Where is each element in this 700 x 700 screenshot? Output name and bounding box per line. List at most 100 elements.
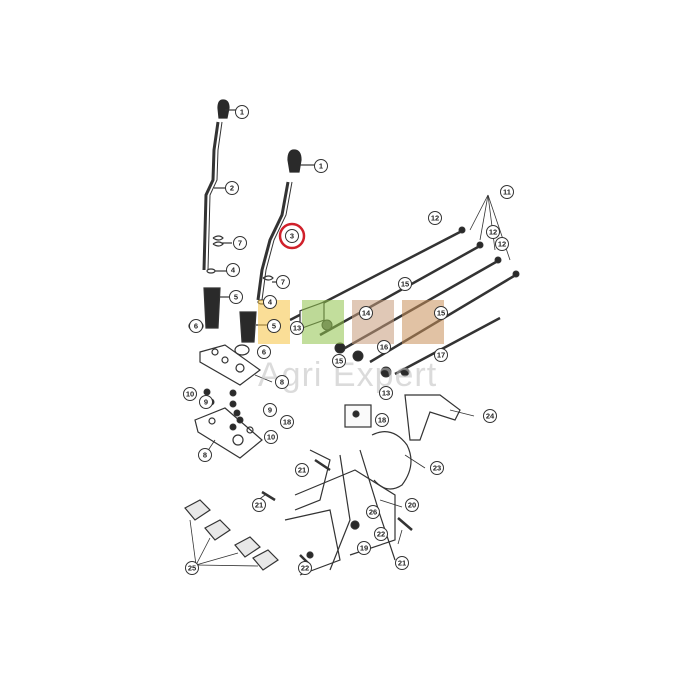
callout-circle: [379, 386, 393, 400]
callout-label: 15: [401, 280, 409, 289]
callout-circle: [500, 185, 514, 199]
callout-label: 19: [360, 544, 368, 553]
callout-label: 12: [489, 228, 497, 237]
callout-circle: [229, 290, 243, 304]
callout-c5a: 5: [229, 290, 243, 304]
callout-label: 13: [293, 324, 301, 333]
callout-c3: 3: [285, 229, 299, 243]
watermark-tile-4: [402, 300, 444, 344]
callout-circle: [263, 295, 277, 309]
watermark-text: Agri Expert: [258, 356, 437, 394]
callout-circle: [359, 306, 373, 320]
callout-c20: 20: [405, 498, 419, 512]
callout-circle: [263, 403, 277, 417]
rail-end-caps: [458, 226, 520, 278]
callout-label: 4: [268, 298, 273, 307]
callout-circle: [357, 541, 371, 555]
callout-c12c: 12: [495, 237, 509, 251]
watermark: Agri Expert: [258, 300, 444, 394]
callout-circle: [495, 237, 509, 251]
callout-c14: 14: [359, 306, 373, 320]
callout-label: 21: [398, 559, 406, 568]
callout-c7b: 7: [276, 275, 290, 289]
callout-c24: 24: [483, 409, 497, 423]
callout-circle: [183, 387, 197, 401]
callout-label: 18: [283, 418, 291, 427]
callout-label: 14: [362, 309, 371, 318]
callout-label: 11: [503, 188, 511, 197]
callout-c25: 25: [185, 561, 199, 575]
callout-label: 20: [408, 501, 416, 510]
callout-label: 6: [262, 348, 266, 357]
callout-circle: [483, 409, 497, 423]
callout-label: 16: [380, 343, 388, 352]
callout-c21a: 21: [295, 463, 309, 477]
callout-c15a: 15: [398, 277, 412, 291]
callout-label: 5: [272, 322, 276, 331]
callout-label: 6: [194, 322, 198, 331]
callout-circle: [395, 556, 409, 570]
callout-label: 22: [377, 530, 385, 539]
callout-label: 21: [298, 466, 306, 475]
callout-c1a: 1: [235, 105, 249, 119]
callout-circle: [374, 527, 388, 541]
callout-c13a: 13: [290, 321, 304, 335]
callout-c21b: 21: [252, 498, 266, 512]
callout-circle: [199, 395, 213, 409]
cover-plates: [194, 344, 263, 459]
callout-c26: 26: [366, 505, 380, 519]
callout-c18a: 18: [280, 415, 294, 429]
callout-c4b: 4: [263, 295, 277, 309]
callout-label: 23: [433, 464, 441, 473]
callout-circle: [225, 181, 239, 195]
callout-circle: [295, 463, 309, 477]
callout-label: 12: [431, 214, 439, 223]
callout-circle: [398, 277, 412, 291]
callout-c11: 11: [500, 185, 514, 199]
callout-label: 25: [188, 564, 196, 573]
callout-c9b: 9: [199, 395, 213, 409]
callout-label: 15: [335, 357, 343, 366]
right-lever-assembly: [234, 149, 316, 356]
callout-circle: [257, 345, 271, 359]
callout-label: 10: [267, 433, 275, 442]
callout-circle: [430, 461, 444, 475]
callout-label: 24: [486, 412, 495, 421]
callout-c12a: 12: [428, 211, 442, 225]
callout-label: 13: [382, 389, 390, 398]
callout-c17: 17: [434, 348, 448, 362]
callout-circle: [198, 448, 212, 462]
callout-c10a: 10: [183, 387, 197, 401]
callout-circle: [434, 306, 448, 320]
callout-circle: [434, 348, 448, 362]
callout-c1b: 1: [314, 159, 328, 173]
callout-label: 2: [230, 184, 234, 193]
callout-circle: [275, 375, 289, 389]
callout-c13b: 13: [379, 386, 393, 400]
callout-c10b: 10: [264, 430, 278, 444]
callout-label: 12: [498, 240, 506, 249]
callout-label: 8: [203, 451, 207, 460]
callout-c6b: 6: [257, 345, 271, 359]
callout-c18b: 18: [375, 413, 389, 427]
callout-label: 15: [437, 309, 445, 318]
callout-circle: [233, 236, 247, 250]
callout-c7a: 7: [233, 236, 247, 250]
callout-c21c: 21: [395, 556, 409, 570]
callout-c19: 19: [357, 541, 371, 555]
lower-blocks: [184, 458, 413, 571]
callout-label: 21: [255, 501, 263, 510]
callout-label: 7: [281, 278, 285, 287]
callout-circle: [276, 275, 290, 289]
callout-circle: [264, 430, 278, 444]
callout-label: 22: [301, 564, 309, 573]
callout-circle: [428, 211, 442, 225]
callout-c6a: 6: [189, 319, 203, 333]
callout-c2: 2: [225, 181, 239, 195]
callout-c15b: 15: [434, 306, 448, 320]
callout-circle: [405, 498, 419, 512]
callout-circle: [298, 561, 312, 575]
callout-circle: [189, 319, 203, 333]
callout-circle: [285, 229, 299, 243]
callout-label: 5: [234, 293, 238, 302]
